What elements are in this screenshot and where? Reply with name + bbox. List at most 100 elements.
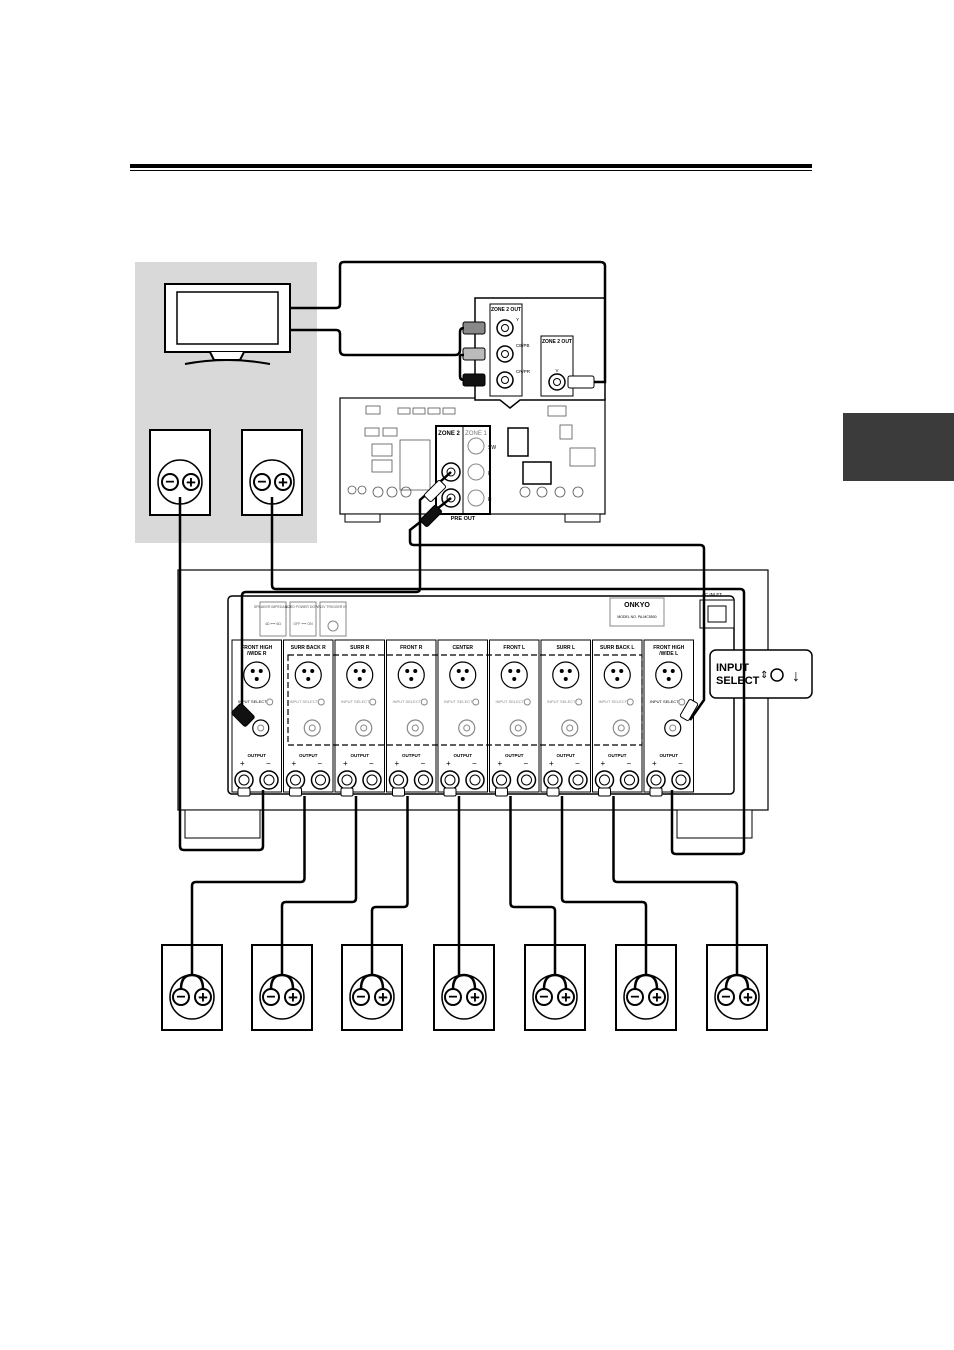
tv-icon: [164, 283, 291, 365]
minus-label: −: [575, 759, 580, 768]
xlr-input-icon[interactable]: [243, 661, 271, 689]
input-select-knob[interactable]: [317, 698, 325, 706]
speaker-icon: −+: [433, 944, 495, 1031]
zone2-speaker-wires: [178, 497, 746, 856]
minus-label: −: [524, 759, 529, 768]
svg-text:+: +: [186, 473, 196, 492]
minus-label: −: [678, 759, 683, 768]
header-rule-thin: [130, 170, 812, 171]
minus-label: −: [266, 759, 271, 768]
plus-label: +: [549, 759, 554, 768]
callout-input: INPUT: [716, 662, 749, 674]
l-label: L: [488, 471, 491, 477]
input-select-knob[interactable]: [523, 698, 531, 706]
output-label: OUTPUT: [299, 753, 318, 758]
channel-name: FRONT HIGH: [653, 645, 684, 651]
svg-text:−: −: [176, 989, 185, 1006]
dashed-group: [287, 654, 643, 746]
wire-clamp: [546, 787, 560, 797]
updown-arrow-icon: ⇕: [760, 670, 768, 681]
xlr-input-icon[interactable]: [603, 661, 631, 689]
plus-label: +: [292, 759, 297, 768]
svg-text:−: −: [539, 989, 548, 1006]
wire-clamp: [237, 787, 251, 797]
xlr-input-icon[interactable]: [552, 661, 580, 689]
speaker-wire: [509, 796, 557, 975]
model-label: MODEL NO. PA-MC5500: [617, 615, 656, 619]
wire-clamp: [340, 787, 354, 797]
svg-text:−: −: [721, 989, 730, 1006]
xlr-input-icon[interactable]: [655, 661, 683, 689]
power-values: OFF ⟷ ON: [293, 622, 313, 626]
zone2-out-inset: ZONE 2 OUT Y CB/PB CR/PR ZONE 2 OUT V: [462, 297, 606, 409]
zone2-label: ZONE 2: [438, 431, 460, 437]
channel-name: FRONT R: [400, 645, 423, 651]
zone2-out-label: ZONE 2 OUT: [491, 307, 521, 313]
xlr-input-icon[interactable]: [397, 661, 425, 689]
wire-clamp: [649, 787, 663, 797]
minus-label: −: [472, 759, 477, 768]
down-arrow-icon: ↓: [792, 668, 800, 685]
callout-select: SELECT: [716, 675, 760, 687]
trigger-label: 12V TRIGGER IN: [319, 605, 347, 609]
wire-clamp: [598, 787, 611, 797]
speaker-impedance-label: SPEAKER IMPEDANCE: [254, 605, 293, 609]
svg-text:+: +: [378, 988, 388, 1007]
cb-label: CB/PB: [516, 343, 530, 348]
ac-inlet-label: AC INLET: [702, 592, 723, 597]
svg-text:+: +: [652, 988, 662, 1007]
brand-logo: ONKYO: [624, 602, 650, 609]
speaker-wire: [560, 796, 648, 975]
input-select-knob[interactable]: [420, 698, 428, 706]
selector-knob-icon: [770, 668, 784, 682]
xlr-input-icon[interactable]: [346, 661, 374, 689]
plus-label: +: [395, 759, 400, 768]
svg-text:+: +: [561, 988, 571, 1007]
output-label: OUTPUT: [557, 753, 576, 758]
input-select-knob[interactable]: [678, 698, 686, 706]
channel-name: SURR BACK R: [291, 645, 326, 651]
auto-power-down-label: AUTO POWER DOWN: [285, 605, 321, 609]
input-select-label: INPUT SELECT: [547, 699, 576, 704]
input-select-knob[interactable]: [575, 698, 583, 706]
svg-text:+: +: [278, 473, 288, 492]
wire-clamp: [443, 787, 457, 797]
xlr-input-icon[interactable]: [500, 661, 528, 689]
speaker-wire: [190, 796, 306, 975]
input-select-knob[interactable]: [369, 698, 377, 706]
channel-name: SURR BACK L: [600, 645, 634, 651]
impedance-values: 4Ω ⟷ 6Ω: [265, 622, 281, 626]
minus-label: −: [421, 759, 426, 768]
speaker-wire: [612, 796, 739, 975]
output-label: OUTPUT: [402, 753, 421, 758]
wire-clamp: [289, 787, 302, 797]
output-label: OUTPUT: [351, 753, 370, 758]
zone1-label: ZONE 1: [465, 431, 487, 437]
svg-text:−: −: [165, 474, 174, 491]
minus-label: −: [627, 759, 632, 768]
channel-name: FRONT L: [503, 645, 525, 651]
speaker-icon: −+: [161, 944, 223, 1031]
channel-name: CENTER: [452, 645, 473, 651]
input-select-knob[interactable]: [266, 698, 274, 706]
minus-label: −: [318, 759, 323, 768]
minus-label: −: [369, 759, 374, 768]
input-select-label: INPUT SELECT: [650, 699, 679, 704]
xlr-input-icon[interactable]: [449, 661, 477, 689]
xlr-input-icon[interactable]: [294, 661, 322, 689]
input-select-knob[interactable]: [626, 698, 634, 706]
channel-name: SURR R: [350, 645, 370, 651]
tv-cables: [290, 260, 607, 384]
speaker-icon: −+: [251, 944, 313, 1031]
plus-label: +: [652, 759, 657, 768]
input-select-knob[interactable]: [472, 698, 480, 706]
speaker-wires: [190, 796, 739, 975]
section-tab: [843, 413, 954, 481]
svg-text:+: +: [743, 988, 753, 1007]
